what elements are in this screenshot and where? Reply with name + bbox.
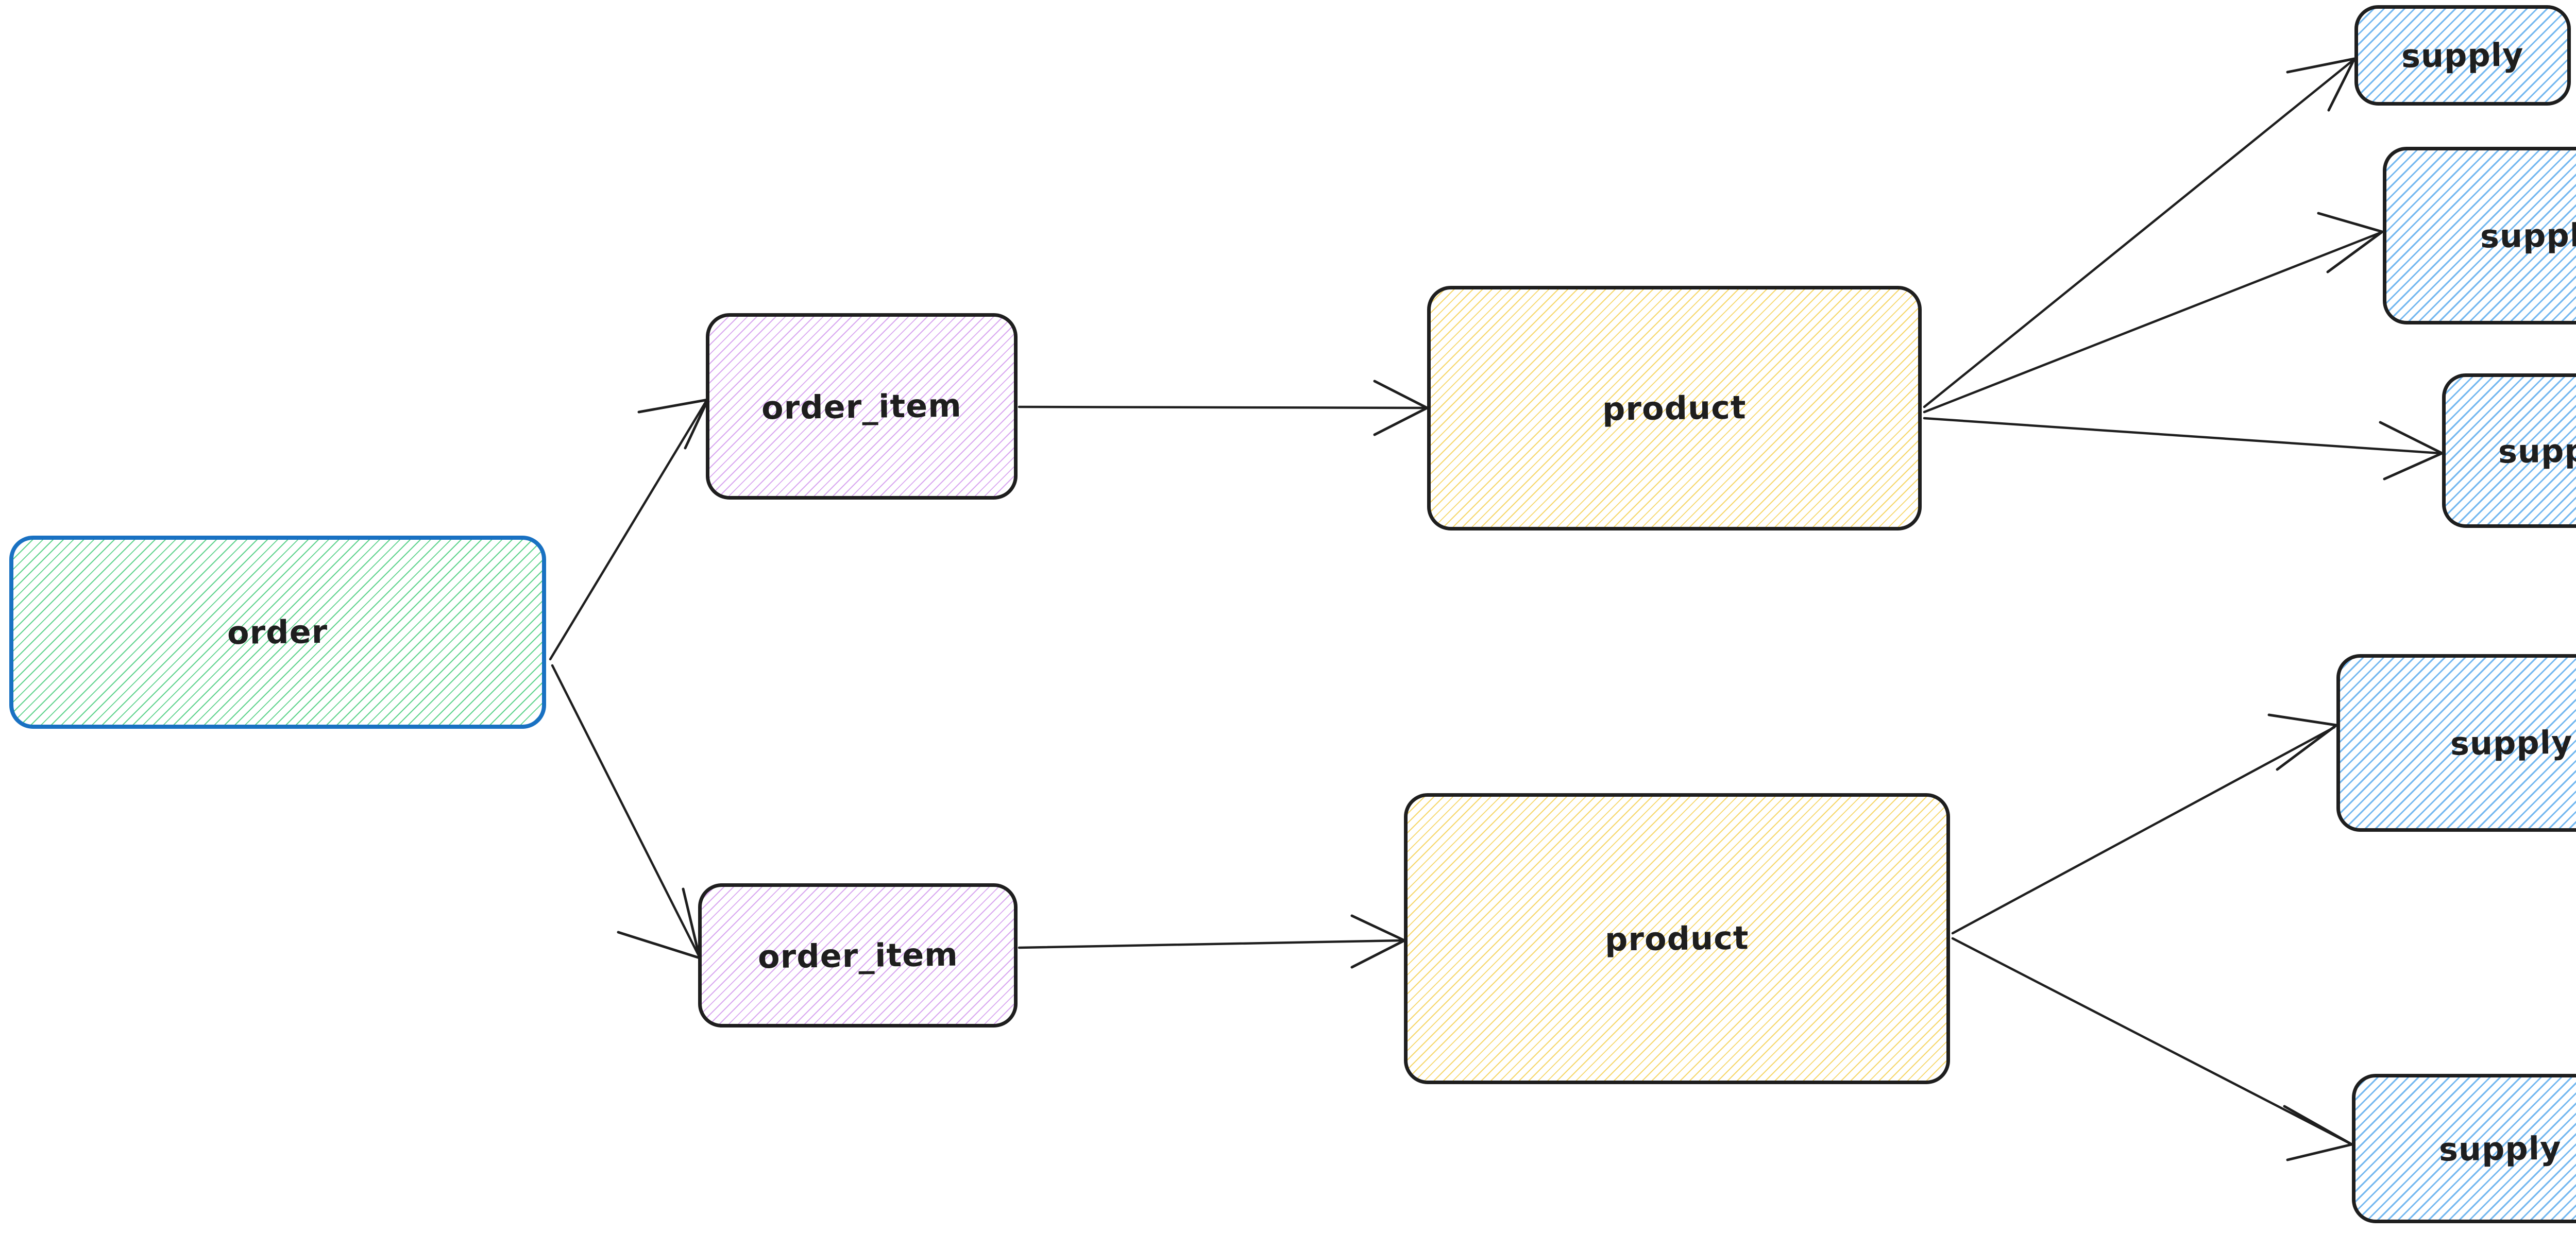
node-supply-5[interactable]: supply: [2352, 1074, 2576, 1223]
node-label: order: [227, 612, 329, 652]
node-order-item-2[interactable]: order_item: [698, 883, 1018, 1028]
node-product-1[interactable]: product: [1427, 286, 1922, 530]
node-label: product: [1604, 919, 1750, 958]
edge-order-item-2-to-product-2: [1018, 914, 1406, 969]
node-label: supply: [2480, 216, 2576, 255]
node-label: supply: [2401, 36, 2524, 75]
edge-order-to-order-item-2: [551, 664, 701, 960]
node-label: supply: [2498, 431, 2576, 470]
edge-order-item-1-to-product-1: [1018, 380, 1429, 436]
edge-product-1-to-supply-1: [1923, 57, 2356, 408]
edge-product-1-to-supply-2: [1923, 212, 2384, 414]
node-label: order_item: [761, 386, 962, 426]
edge-product-2-to-supply-5: [1951, 937, 2353, 1161]
node-label: product: [1602, 388, 1747, 428]
node-supply-4[interactable]: supply: [2336, 654, 2576, 832]
node-order[interactable]: order: [9, 536, 546, 729]
node-order-item-1[interactable]: order_item: [706, 313, 1018, 500]
node-supply-1[interactable]: supply: [2354, 5, 2571, 106]
node-label: supply: [2450, 723, 2573, 763]
edge-product-1-to-supply-3: [1923, 417, 2444, 481]
node-product-2[interactable]: product: [1404, 793, 1950, 1084]
node-supply-2[interactable]: supply: [2383, 147, 2576, 324]
node-supply-3[interactable]: supply: [2442, 373, 2576, 528]
node-label: order_item: [757, 935, 958, 975]
edge-order-to-order-item-1: [549, 398, 709, 661]
node-label: supply: [2438, 1129, 2562, 1168]
edge-product-2-to-supply-4: [1951, 713, 2338, 935]
